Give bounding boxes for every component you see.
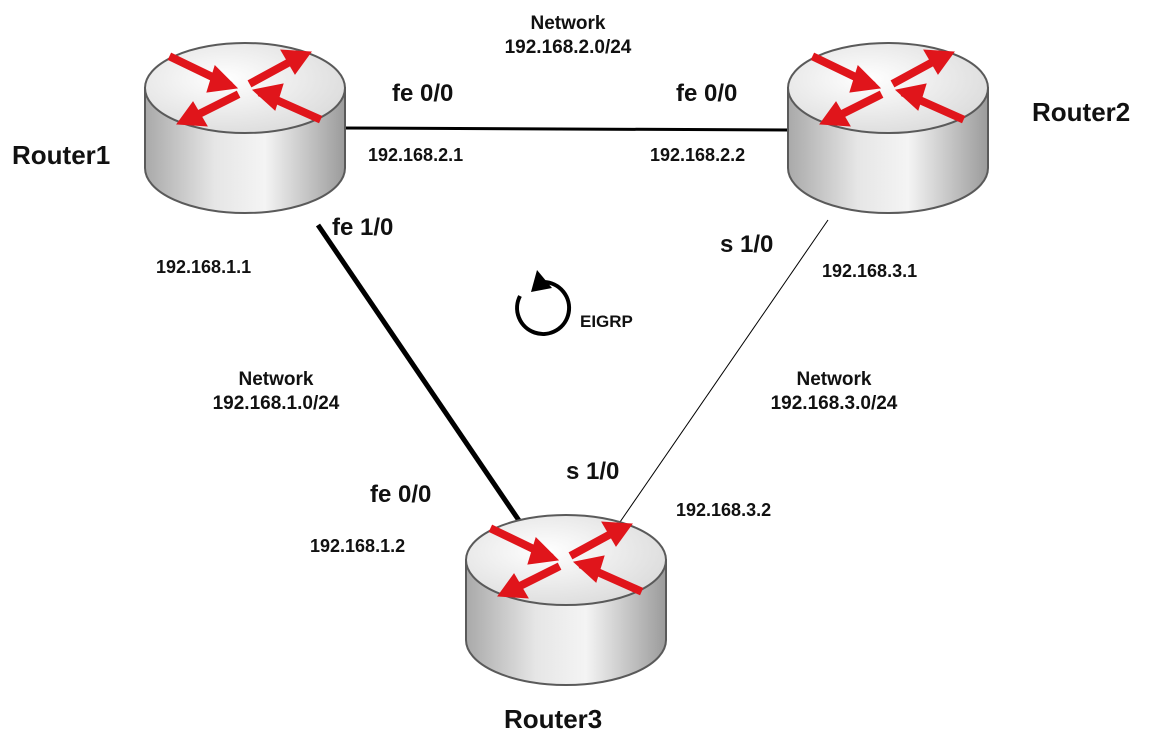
network-3-cidr: 192.168.3.0/24 [770,392,898,414]
router2-fe00-ip: 192.168.2.2 [650,145,746,165]
router1-fe10-label: fe 1/0 [332,214,394,241]
network-1-cidr: 192.168.1.0/24 [212,392,340,414]
router1-fe00-ip: 192.168.2.1 [368,145,464,165]
network-1-label: Network [238,369,314,390]
network-1-block: Network 192.168.1.0/24 [186,368,366,416]
router2-fe00-label: fe 0/0 [676,80,738,107]
router3-s10-ip: 192.168.3.2 [676,500,772,520]
network-2-cidr: 192.168.2.0/24 [504,36,632,58]
eigrp-cycle-icon [515,270,571,336]
network-3-block: Network 192.168.3.0/24 [744,368,924,416]
protocol-label: EIGRP [580,312,633,331]
network-3-label: Network [796,369,872,390]
link-router2-router3 [619,219,829,523]
router1-fe10-ip: 192.168.1.1 [156,257,252,277]
router1-fe00-label: fe 0/0 [392,80,454,107]
router2-name: Router2 [1032,97,1131,127]
router3-name: Router3 [504,704,603,734]
router3-fe00-ip: 192.168.1.2 [310,536,406,556]
router2-s10-ip: 192.168.3.1 [822,261,918,281]
router3-s10-label: s 1/0 [566,458,620,485]
network-2-block: Network 192.168.2.0/24 [478,12,658,60]
link-router1-router3 [315,223,523,524]
router3-fe00-label: fe 0/0 [370,481,432,508]
router1-name: Router1 [12,140,111,170]
router1-icon[interactable] [145,43,345,213]
router2-icon[interactable] [788,43,988,213]
link-router1-router2 [339,126,791,132]
router2-s10-label: s 1/0 [720,231,774,258]
router3-icon[interactable] [466,515,666,685]
network-2-label: Network [530,13,606,34]
